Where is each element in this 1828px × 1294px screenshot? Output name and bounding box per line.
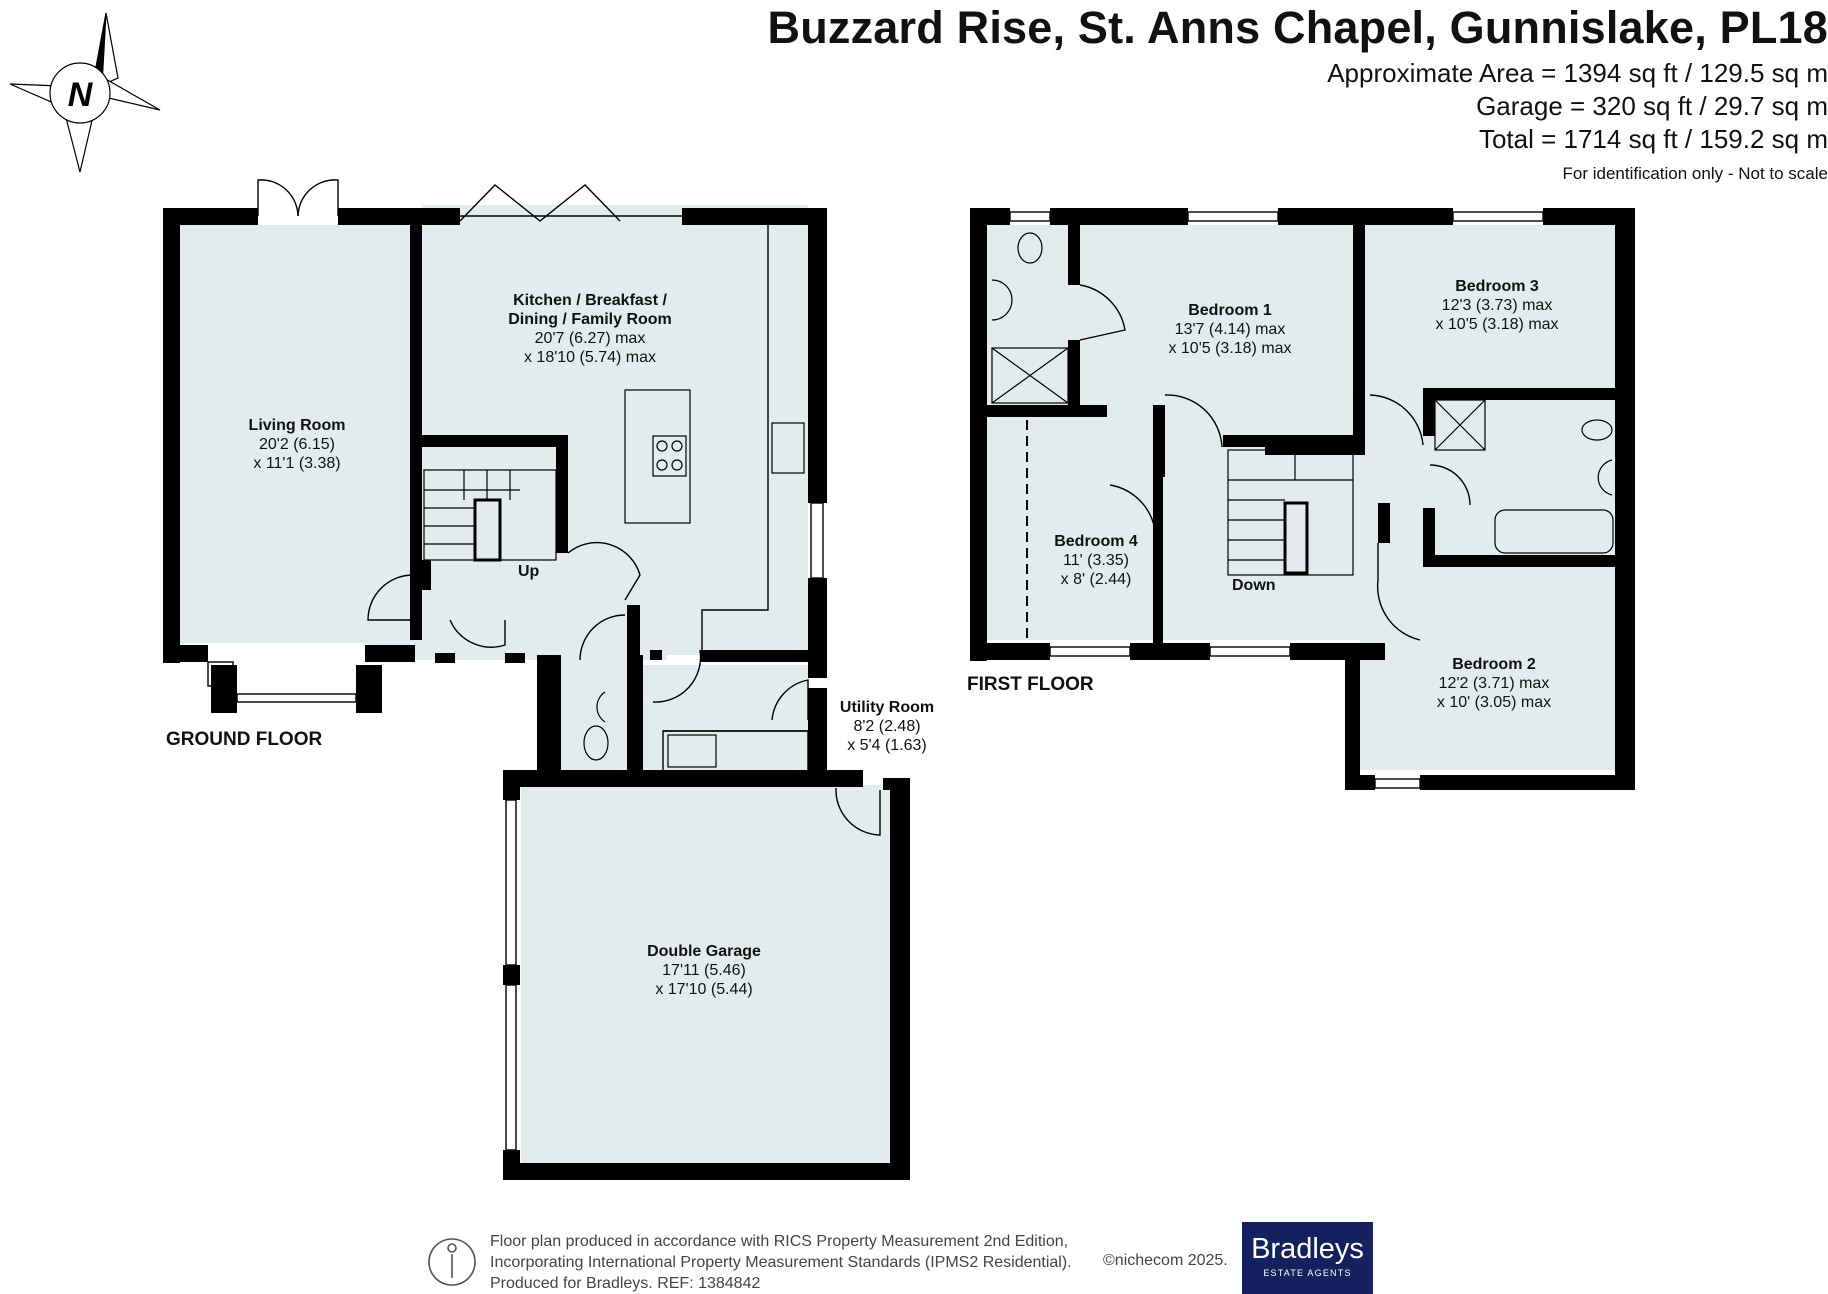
kitchen-island <box>624 389 805 768</box>
scale-note: For identification only - Not to scale <box>1562 164 1828 183</box>
first-floor-fittings <box>991 232 1614 576</box>
footer-line-1: Floor plan produced in accordance with R… <box>490 1233 1069 1250</box>
stairs-down-label: Down <box>1232 577 1276 594</box>
ground-floor-openings <box>207 179 881 1151</box>
stairs-up-label: Up <box>518 563 540 580</box>
total-area: Total = 1714 sq ft / 159.2 sq m <box>1478 124 1828 154</box>
footer-line-3: Produced for Bradleys. REF: 1384842 <box>490 1275 761 1292</box>
kitchen-label: Kitchen / Breakfast /Dining / Family Roo… <box>508 292 672 366</box>
property-title: Buzzard Rise, St. Anns Chapel, Gunnislak… <box>767 2 1828 53</box>
logo-subtext: ESTATE AGENTS <box>1263 1268 1352 1278</box>
ground-floor-walls <box>163 208 910 1180</box>
first-floor-walls <box>970 208 1635 790</box>
first-floor-openings <box>1009 211 1633 789</box>
ground-floor-fill <box>180 205 890 1172</box>
garage-area: Garage = 320 sq ft / 29.7 sq m <box>1476 91 1828 121</box>
ground-floor-label: GROUND FLOOR <box>166 729 323 750</box>
bradleys-logo: Bradleys ESTATE AGENTS <box>1242 1222 1373 1294</box>
person-icon <box>428 1238 476 1286</box>
footer-line-2: Incorporating International Property Mea… <box>490 1254 1072 1271</box>
north-compass-icon <box>9 12 161 173</box>
wc-fittings <box>583 691 609 761</box>
logo-text: Bradleys <box>1251 1233 1364 1265</box>
approximate-area: Approximate Area = 1394 sq ft / 129.5 sq… <box>1327 58 1828 88</box>
first-floor-label: FIRST FLOOR <box>967 674 1094 695</box>
ground-stairs <box>423 469 557 562</box>
copyright: ©nichecom 2025. <box>1103 1252 1228 1269</box>
first-floor-fill <box>985 225 1615 770</box>
footer-notes: Floor plan produced in accordance with R… <box>490 1231 1072 1294</box>
compass-letter: N <box>68 76 94 114</box>
